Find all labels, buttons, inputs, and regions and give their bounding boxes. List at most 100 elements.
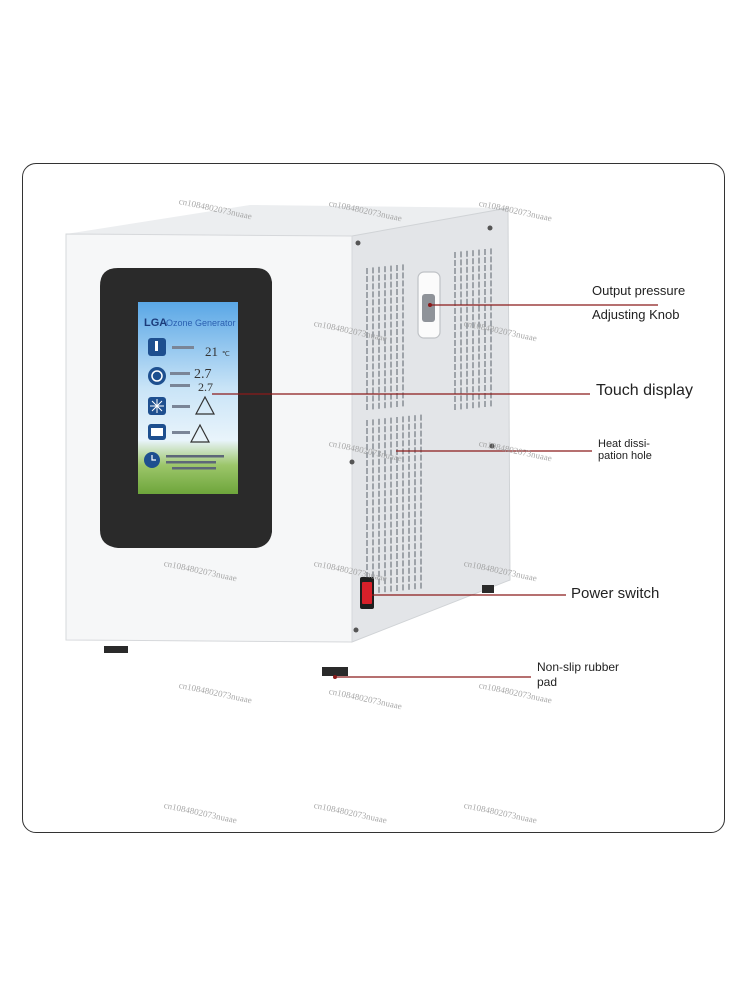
vent-slot — [378, 386, 380, 393]
vent-slot — [378, 554, 380, 561]
vent-slot — [490, 328, 492, 335]
vent-slot — [402, 368, 404, 375]
vent-slot — [414, 487, 416, 494]
vent-slot — [372, 531, 374, 538]
vent-slot — [378, 330, 380, 337]
vent-slot — [466, 306, 468, 313]
vent-slot — [366, 332, 368, 338]
vent-slot — [402, 536, 404, 543]
vent-slot — [378, 290, 380, 297]
vent-slot — [384, 394, 386, 401]
vent-slot — [390, 345, 392, 352]
vent-slot — [378, 482, 380, 489]
vent-slot — [384, 546, 386, 553]
vent-slot — [372, 547, 374, 554]
vent-slot — [454, 292, 456, 298]
vent-slot — [366, 484, 368, 490]
vent-slot — [366, 396, 368, 402]
vent-slot — [478, 273, 480, 280]
vent-slot — [378, 458, 380, 465]
vent-slot — [490, 360, 492, 367]
vent-slot — [366, 316, 368, 322]
vent-slot — [454, 308, 456, 314]
vent-slot — [420, 462, 422, 469]
vent-slot — [372, 435, 374, 442]
vent-slot — [396, 425, 398, 431]
vent-slot — [366, 516, 368, 522]
vent-slot — [414, 431, 416, 438]
vent-slot — [402, 464, 404, 471]
vent-slot — [466, 322, 468, 329]
vent-slot — [460, 267, 462, 274]
vent-slot — [396, 377, 398, 383]
vent-slot — [484, 353, 486, 359]
vent-slot — [366, 460, 368, 466]
vent-slot — [402, 376, 404, 383]
vent-slot — [408, 487, 410, 494]
vent-slot — [466, 290, 468, 297]
vent-slot — [372, 267, 374, 274]
vent-slot — [366, 380, 368, 386]
vent-slot — [396, 385, 398, 391]
vent-slot — [366, 340, 368, 346]
screw — [355, 240, 361, 246]
vent-slot — [396, 457, 398, 463]
vent-slot — [472, 282, 474, 289]
output-pressure-knob[interactable] — [422, 294, 435, 322]
vent-slot — [484, 313, 486, 319]
vent-slot — [484, 345, 486, 351]
vent-slot — [472, 378, 474, 385]
vent-slot — [366, 356, 368, 362]
vent-slot — [402, 472, 404, 479]
vent-slot — [366, 452, 368, 458]
vent-slot — [390, 465, 392, 472]
vent-slot — [396, 449, 398, 455]
vent-slot — [490, 304, 492, 311]
vent-slot — [414, 543, 416, 550]
vent-slot — [396, 433, 398, 439]
vent-slot — [466, 258, 468, 265]
vent-slot — [390, 449, 392, 456]
vent-slot — [372, 555, 374, 562]
vent-slot — [372, 483, 374, 490]
row-label-bar — [172, 346, 194, 349]
row-label-bar — [172, 405, 190, 408]
vent-slot — [396, 337, 398, 343]
vent-slot — [408, 543, 410, 550]
vent-slot — [402, 280, 404, 287]
vent-slot — [408, 511, 410, 518]
vent-slot — [366, 372, 368, 378]
vent-slot — [378, 266, 380, 273]
vent-slot — [396, 369, 398, 375]
vent-slot — [384, 506, 386, 513]
vent-slot — [484, 337, 486, 343]
vent-slot — [460, 307, 462, 314]
vent-slot — [460, 387, 462, 394]
vent-slot — [414, 423, 416, 430]
vent-slot — [484, 329, 486, 335]
vent-slot — [402, 272, 404, 279]
vent-slot — [396, 361, 398, 367]
vent-slot — [478, 337, 480, 344]
vent-slot — [402, 432, 404, 439]
vent-slot — [372, 331, 374, 338]
vent-slot — [396, 569, 398, 575]
vent-slot — [366, 444, 368, 450]
vent-slot — [484, 401, 486, 407]
vent-slot — [378, 378, 380, 385]
vent-slot — [384, 378, 386, 385]
vent-slot — [390, 529, 392, 536]
vent-slot — [366, 500, 368, 506]
vent-slot — [396, 481, 398, 487]
vent-slot — [396, 345, 398, 351]
screw — [489, 443, 495, 449]
vent-slot — [484, 377, 486, 383]
vent-slot — [484, 265, 486, 271]
vent-slot — [408, 519, 410, 526]
vent-slot — [396, 281, 398, 287]
vent-slot — [396, 545, 398, 551]
vent-slot — [384, 346, 386, 353]
vent-slot — [478, 321, 480, 328]
power-switch[interactable] — [362, 582, 372, 604]
vent-slot — [420, 494, 422, 501]
